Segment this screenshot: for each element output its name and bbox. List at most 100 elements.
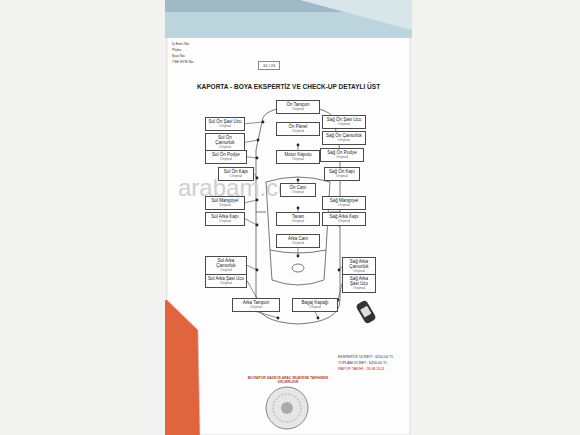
panel-box: Sol Ön Şasi UcuOrijinal bbox=[205, 117, 245, 131]
panel-name: Bagaj Kapağı bbox=[295, 300, 335, 305]
panel-status: Orijinal bbox=[208, 281, 244, 285]
report-field: TSE HYB No: bbox=[172, 60, 194, 64]
panel-box: Sağ Arka ÇamurlukOrijinal bbox=[342, 257, 376, 276]
page-number: 10 / 24 bbox=[258, 61, 280, 70]
panel-name: Arka Tampon bbox=[235, 300, 277, 305]
check-point bbox=[256, 224, 259, 227]
check-point bbox=[317, 317, 320, 320]
panel-status: Orijinal bbox=[208, 203, 242, 207]
report-field: EKSPERTİZ ÜCRETİ : 6250,00 TL bbox=[338, 355, 393, 359]
panel-name: Sağ Ön Podye bbox=[323, 150, 361, 155]
panel-name: Sol Ön Podye bbox=[208, 152, 244, 157]
panel-status: Orijinal bbox=[323, 155, 361, 159]
panel-name: Sol Ön Kapı bbox=[221, 169, 251, 174]
car-icon bbox=[355, 299, 376, 324]
report-field: RAPOR TARİHİ : 28.08.2024 bbox=[338, 367, 384, 371]
panel-box: Sol Ön KapıOrijinal bbox=[218, 167, 254, 181]
report-field: BU RAPOR SADECE ARAÇ MUAYENE TARİHİNDE G… bbox=[240, 376, 336, 384]
panel-box: Sol Arka Şasi UcuOrijinal bbox=[205, 274, 247, 288]
panel-name: Sağ Ön Kapı bbox=[327, 169, 357, 174]
panel-name: Sağ Arka Çamurluk bbox=[345, 259, 373, 269]
panel-name: Ön Panel bbox=[279, 124, 317, 129]
panel-name: Sol Arka Şasi Ucu bbox=[208, 276, 244, 281]
check-point bbox=[297, 207, 300, 210]
panel-name: Tavan bbox=[279, 214, 317, 219]
panel-status: Orijinal bbox=[279, 107, 317, 111]
panel-name: Sol Arka Çamurluk bbox=[208, 258, 244, 268]
check-point bbox=[297, 255, 300, 258]
check-point bbox=[262, 121, 265, 124]
panel-status: Orijinal bbox=[325, 203, 363, 207]
panel-box: Sağ MarşpiyelOrijinal bbox=[322, 196, 366, 210]
panel-box: Arka CamOrijinal bbox=[276, 234, 320, 248]
panel-name: Arka Cam bbox=[279, 236, 317, 241]
panel-box: Ön TamponOrijinal bbox=[276, 100, 320, 114]
panel-name: Sağ Ön Çamurluk bbox=[325, 133, 363, 138]
panel-name: Motor Kaputu bbox=[279, 152, 317, 157]
report-field: TOPLAM ÜCRET : 6250,00 TL bbox=[338, 361, 387, 365]
leader-line bbox=[245, 219, 257, 225]
panel-status: Orijinal bbox=[208, 124, 242, 128]
check-point bbox=[277, 317, 280, 320]
panel-status: Orijinal bbox=[279, 241, 317, 245]
plastic-sleeve bbox=[165, 0, 412, 38]
panel-name: Sağ Ön Şasi Ucu bbox=[325, 117, 363, 122]
panel-box: Sağ Ön PodyeOrijinal bbox=[320, 148, 364, 162]
panel-status: Orijinal bbox=[208, 219, 242, 223]
panel-status: Orijinal bbox=[325, 219, 363, 223]
check-point bbox=[256, 269, 259, 272]
panel-box: Sol Arka KapıOrijinal bbox=[205, 212, 245, 226]
panel-box: Sağ Arka KapıOrijinal bbox=[322, 212, 366, 226]
panel-box: Sol Arka ÇamurlukOrijinal bbox=[205, 256, 247, 275]
check-point bbox=[256, 157, 259, 160]
panel-status: Orijinal bbox=[283, 190, 313, 194]
leader-line bbox=[247, 265, 257, 270]
report-field: Plaka: bbox=[172, 48, 182, 52]
check-point bbox=[297, 144, 300, 147]
panel-status: Orijinal bbox=[235, 305, 277, 309]
panel-box: Sağ Arka Şasi UcuOrijinal bbox=[342, 274, 376, 293]
leader-line bbox=[245, 140, 258, 142]
panel-box: Bagaj KapağıOrijinal bbox=[292, 298, 338, 312]
panel-status: Orijinal bbox=[295, 305, 335, 309]
check-point bbox=[257, 139, 260, 142]
panel-box: Sağ Ön KapıOrijinal bbox=[324, 167, 360, 181]
panel-status: Orijinal bbox=[279, 219, 317, 223]
paper-sheet bbox=[167, 34, 410, 435]
panel-status: Orijinal bbox=[208, 157, 244, 161]
panel-name: Ön Cam bbox=[283, 185, 313, 190]
panel-name: Sol Arka Kapı bbox=[208, 214, 242, 219]
leader-line bbox=[256, 312, 278, 318]
panel-status: Orijinal bbox=[279, 129, 317, 133]
panel-box: Ön CamOrijinal bbox=[280, 183, 316, 197]
panel-name: Ön Tampon bbox=[279, 102, 317, 107]
leader-line bbox=[245, 122, 263, 124]
panel-box: Ön PanelOrijinal bbox=[276, 122, 320, 136]
panel-box: Sol Ön PodyeOrijinal bbox=[205, 150, 247, 164]
panel-name: Sol Ön Şasi Ucu bbox=[208, 119, 242, 124]
panel-box: Sol Ön ÇamurlukOrijinal bbox=[205, 133, 245, 152]
check-point bbox=[338, 269, 341, 272]
sleeve-glare bbox=[300, 0, 412, 30]
panel-name: Sağ Arka Kapı bbox=[325, 214, 363, 219]
stamp-seal bbox=[266, 387, 308, 429]
report-title: KAPORTA - BOYA EKSPERTİZ VE CHECK-UP DET… bbox=[167, 83, 410, 90]
report-field: İş Emri No: bbox=[172, 42, 190, 46]
panel-status: Orijinal bbox=[325, 138, 363, 142]
panel-box: Arka TamponOrijinal bbox=[232, 298, 280, 312]
panel-box: TavanOrijinal bbox=[276, 212, 320, 226]
panel-name: Sol Marşpiyel bbox=[208, 198, 242, 203]
panel-box: Sol MarşpiyelOrijinal bbox=[205, 196, 245, 210]
leader-line bbox=[247, 157, 257, 158]
panel-name: Sağ Marşpiyel bbox=[325, 198, 363, 203]
panel-box: Motor KaputuOrijinal bbox=[276, 150, 320, 164]
report-field: Şasi No: bbox=[172, 54, 186, 58]
panel-box: Sağ Ön Şasi UcuOrijinal bbox=[322, 115, 366, 129]
panel-name: Sol Ön Çamurluk bbox=[208, 135, 242, 145]
panel-status: Orijinal bbox=[221, 174, 251, 178]
panel-status: Orijinal bbox=[327, 174, 357, 178]
panel-status: Orijinal bbox=[208, 268, 244, 272]
panel-name: Sağ Arka Şasi Ucu bbox=[345, 276, 373, 286]
panel-status: Orijinal bbox=[279, 157, 317, 161]
panel-status: Orijinal bbox=[325, 122, 363, 126]
